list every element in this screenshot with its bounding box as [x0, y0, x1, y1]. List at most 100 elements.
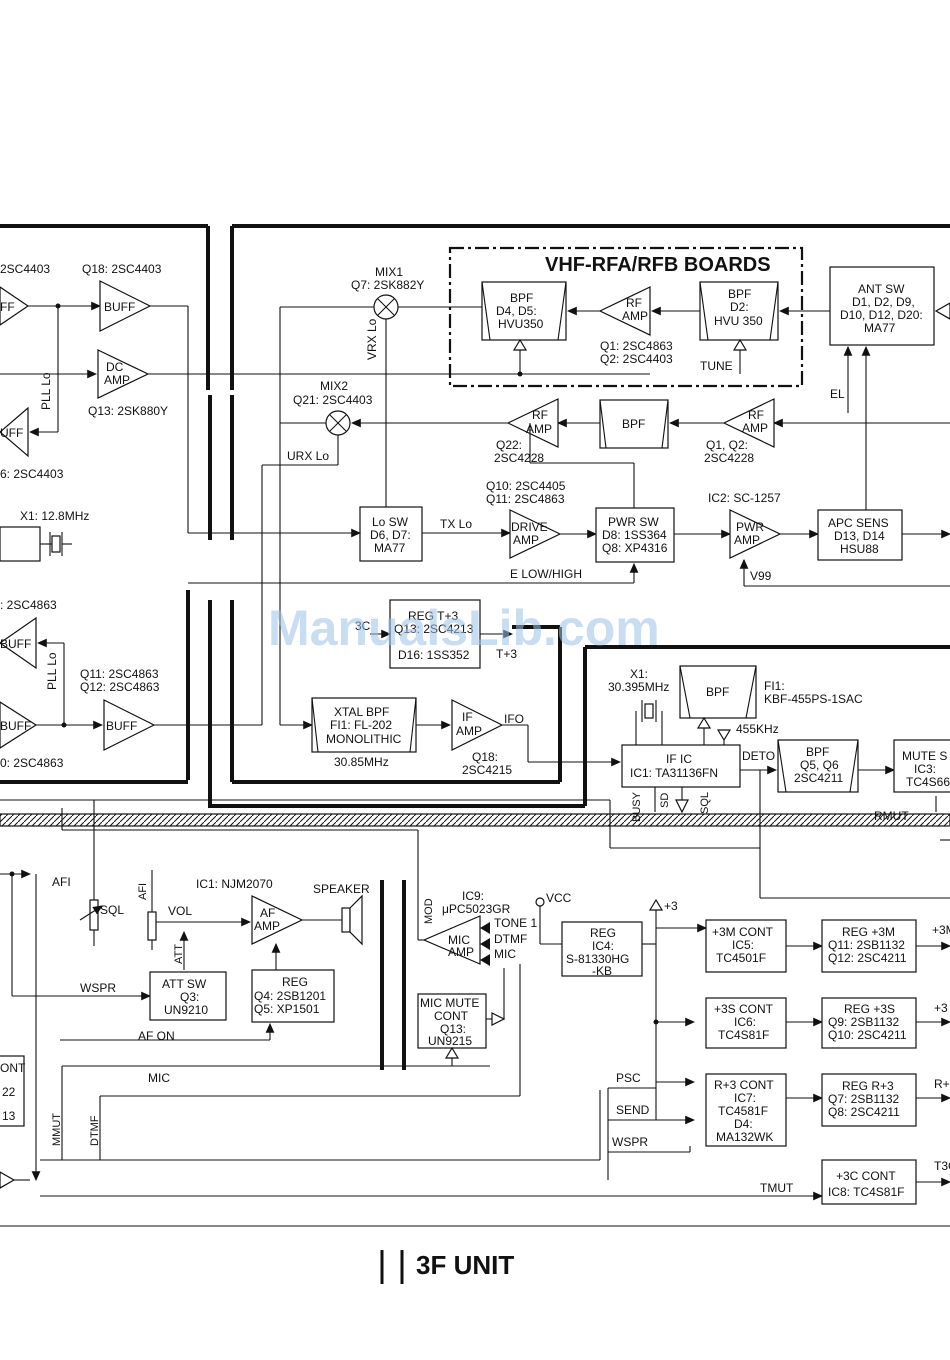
cont-3c	[821, 1159, 917, 1205]
svg-text:Q11: 2SC4863: Q11: 2SC4863	[486, 492, 565, 506]
svg-text:DC: DC	[106, 360, 124, 374]
svg-text:IFO: IFO	[504, 712, 524, 726]
svg-text:HVU350: HVU350	[498, 317, 544, 331]
svg-text:MIC: MIC	[448, 933, 470, 947]
svg-text:MMUT: MMUT	[51, 1113, 63, 1146]
svg-text:REG R+3: REG R+3	[842, 1079, 894, 1093]
svg-text:AMP: AMP	[526, 422, 552, 436]
svg-text:S-81330HG: S-81330HG	[566, 952, 629, 966]
svg-text:Q10: 2SC4211: Q10: 2SC4211	[828, 1028, 907, 1042]
cont-3m	[705, 919, 787, 973]
svg-text:BUFF: BUFF	[0, 637, 31, 651]
svg-text:UN9210: UN9210	[164, 1003, 208, 1017]
svg-text:BPF: BPF	[622, 417, 645, 431]
reg-3m	[821, 919, 917, 973]
mic-amp: IC9: μPC5023GR MIC AMP TONE 1 DTMF MIC	[422, 889, 537, 965]
svg-text:VOL: VOL	[168, 904, 192, 918]
svg-text:Q4: 2SB1201: Q4: 2SB1201	[254, 989, 326, 1003]
unit-label: 3F UNIT	[416, 1250, 514, 1280]
svg-text:TC4501F: TC4501F	[716, 951, 766, 965]
svg-text:0: 2SC4863: 0: 2SC4863	[0, 756, 64, 770]
if-amp	[451, 699, 504, 751]
svg-text:13: 13	[2, 1109, 16, 1123]
svg-text:MIC: MIC	[494, 947, 516, 961]
svg-text:ANT SW: ANT SW	[858, 282, 905, 296]
frame	[0, 224, 950, 1284]
att-sw: ATT SW Q3: UN9210	[149, 971, 227, 1021]
svg-text:R+3 CONT: R+3 CONT	[714, 1078, 774, 1092]
lo-sw: Lo SW D6, D7: MA77	[359, 506, 423, 562]
svg-text:IC5:: IC5:	[732, 938, 754, 952]
svg-text:RF: RF	[532, 408, 548, 422]
svg-text:REG T+3: REG T+3	[408, 609, 458, 623]
svg-text:DTMF: DTMF	[494, 932, 527, 946]
svg-text:Q3:: Q3:	[180, 990, 199, 1004]
if-ic: IF IC IC1: TA31136FN BUSY SD SQL DETO	[621, 744, 775, 822]
buff-q18	[99, 280, 152, 332]
bpf-fi1: BPF FI1: KBF-455PS-1SAC 455KHz	[679, 665, 863, 736]
svg-text:Q13: 2SC4213: Q13: 2SC4213	[394, 622, 474, 636]
svg-text:2SC4211: 2SC4211	[794, 771, 843, 785]
ant-sw: ANT SW D1, D2, D9, D10, D12, D20: MA77	[829, 266, 935, 346]
svg-text:3C: 3C	[355, 619, 371, 633]
svg-text:BUSY: BUSY	[631, 791, 643, 822]
svg-text:REG: REG	[590, 926, 616, 940]
svg-text:MA77: MA77	[374, 541, 406, 555]
svg-text:KBF-455PS-1SAC: KBF-455PS-1SAC	[764, 692, 863, 706]
svg-text:MIX2: MIX2	[320, 379, 348, 393]
svg-text:MA132WK: MA132WK	[716, 1130, 773, 1144]
svg-text:MOD: MOD	[423, 898, 435, 924]
svg-text:AMP: AMP	[742, 421, 768, 435]
svg-text:Q10: 2SC4405: Q10: 2SC4405	[486, 479, 566, 493]
svg-text:URX Lo: URX Lo	[287, 449, 329, 463]
svg-text:REG: REG	[282, 975, 308, 989]
svg-text:IF IC: IF IC	[666, 752, 692, 766]
svg-text:REG +3M: REG +3M	[842, 925, 895, 939]
svg-text:IC3:: IC3:	[914, 762, 936, 776]
svg-text:T3C: T3C	[934, 1159, 950, 1173]
svg-text:AMP: AMP	[622, 309, 648, 323]
svg-text:FI1: FL-202: FI1: FL-202	[330, 718, 392, 732]
svg-text:2SC4403: 2SC4403	[0, 262, 50, 276]
svg-text:+3: +3	[664, 899, 678, 913]
svg-text:PSC: PSC	[616, 1071, 641, 1085]
svg-text:AMP: AMP	[513, 533, 539, 547]
svg-text:MUTE S: MUTE S	[902, 749, 947, 763]
power-section: VCC +3 REG IC4: S-81330HG -KB +3M CONT I…	[40, 891, 950, 1205]
bpf-q5q6: BPF Q5, Q6 2SC4211	[777, 739, 859, 793]
svg-text:PWR SW: PWR SW	[608, 515, 659, 529]
svg-text:HVU 350: HVU 350	[714, 314, 763, 328]
svg-text:+3M CONT: +3M CONT	[712, 925, 774, 939]
svg-text:HSU88: HSU88	[840, 542, 879, 556]
reg-ic4	[561, 921, 643, 977]
rf-amp-q1q2	[722, 398, 775, 448]
svg-text:BUFF: BUFF	[0, 719, 31, 733]
svg-text:2SC4215: 2SC4215	[462, 763, 512, 777]
bpf-mid: BPF	[599, 399, 669, 449]
svg-text:Q13: 2SK880Y: Q13: 2SK880Y	[88, 404, 168, 418]
svg-text:D6, D7:: D6, D7:	[370, 528, 411, 542]
svg-text:MA77: MA77	[864, 321, 896, 335]
svg-text:APC SENS: APC SENS	[828, 516, 889, 530]
svg-text:IC9:: IC9:	[462, 889, 484, 903]
left-mid-section: : 2SC4863 BUFF PLL Lo BUFF 0: 2SC4863 Q1…	[0, 598, 262, 770]
svg-text:Q13:: Q13:	[440, 1022, 466, 1036]
svg-text:Q2: 2SC4403: Q2: 2SC4403	[600, 352, 673, 366]
svg-text:REG +3S: REG +3S	[844, 1002, 895, 1016]
svg-text:E LOW/HIGH: E LOW/HIGH	[510, 567, 582, 581]
svg-text:Q8: XP4316: Q8: XP4316	[602, 541, 668, 555]
reg-t3: REG T+3 Q13: 2SC4213 D16: 1SS352 3C T+3	[355, 599, 517, 669]
svg-text:VRX Lo: VRX Lo	[365, 318, 379, 360]
svg-text:ONT: ONT	[0, 1061, 26, 1075]
vhf-board-outline	[448, 246, 804, 388]
svg-text:TUNE: TUNE	[700, 359, 733, 373]
af-amp	[251, 895, 304, 945]
svg-text:IC2: SC-1257: IC2: SC-1257	[708, 491, 781, 505]
pwr-amp	[729, 509, 782, 559]
svg-text:IC8: TC4S81F: IC8: TC4S81F	[828, 1185, 904, 1199]
top-left-section: 2SC4403 Q18: 2SC4403 FF BUFF DC AMP Q13:…	[0, 262, 650, 533]
svg-text:455KHz: 455KHz	[736, 722, 779, 736]
svg-text:PLL Lo: PLL Lo	[45, 652, 59, 690]
svg-text:IC4:: IC4:	[592, 939, 614, 953]
